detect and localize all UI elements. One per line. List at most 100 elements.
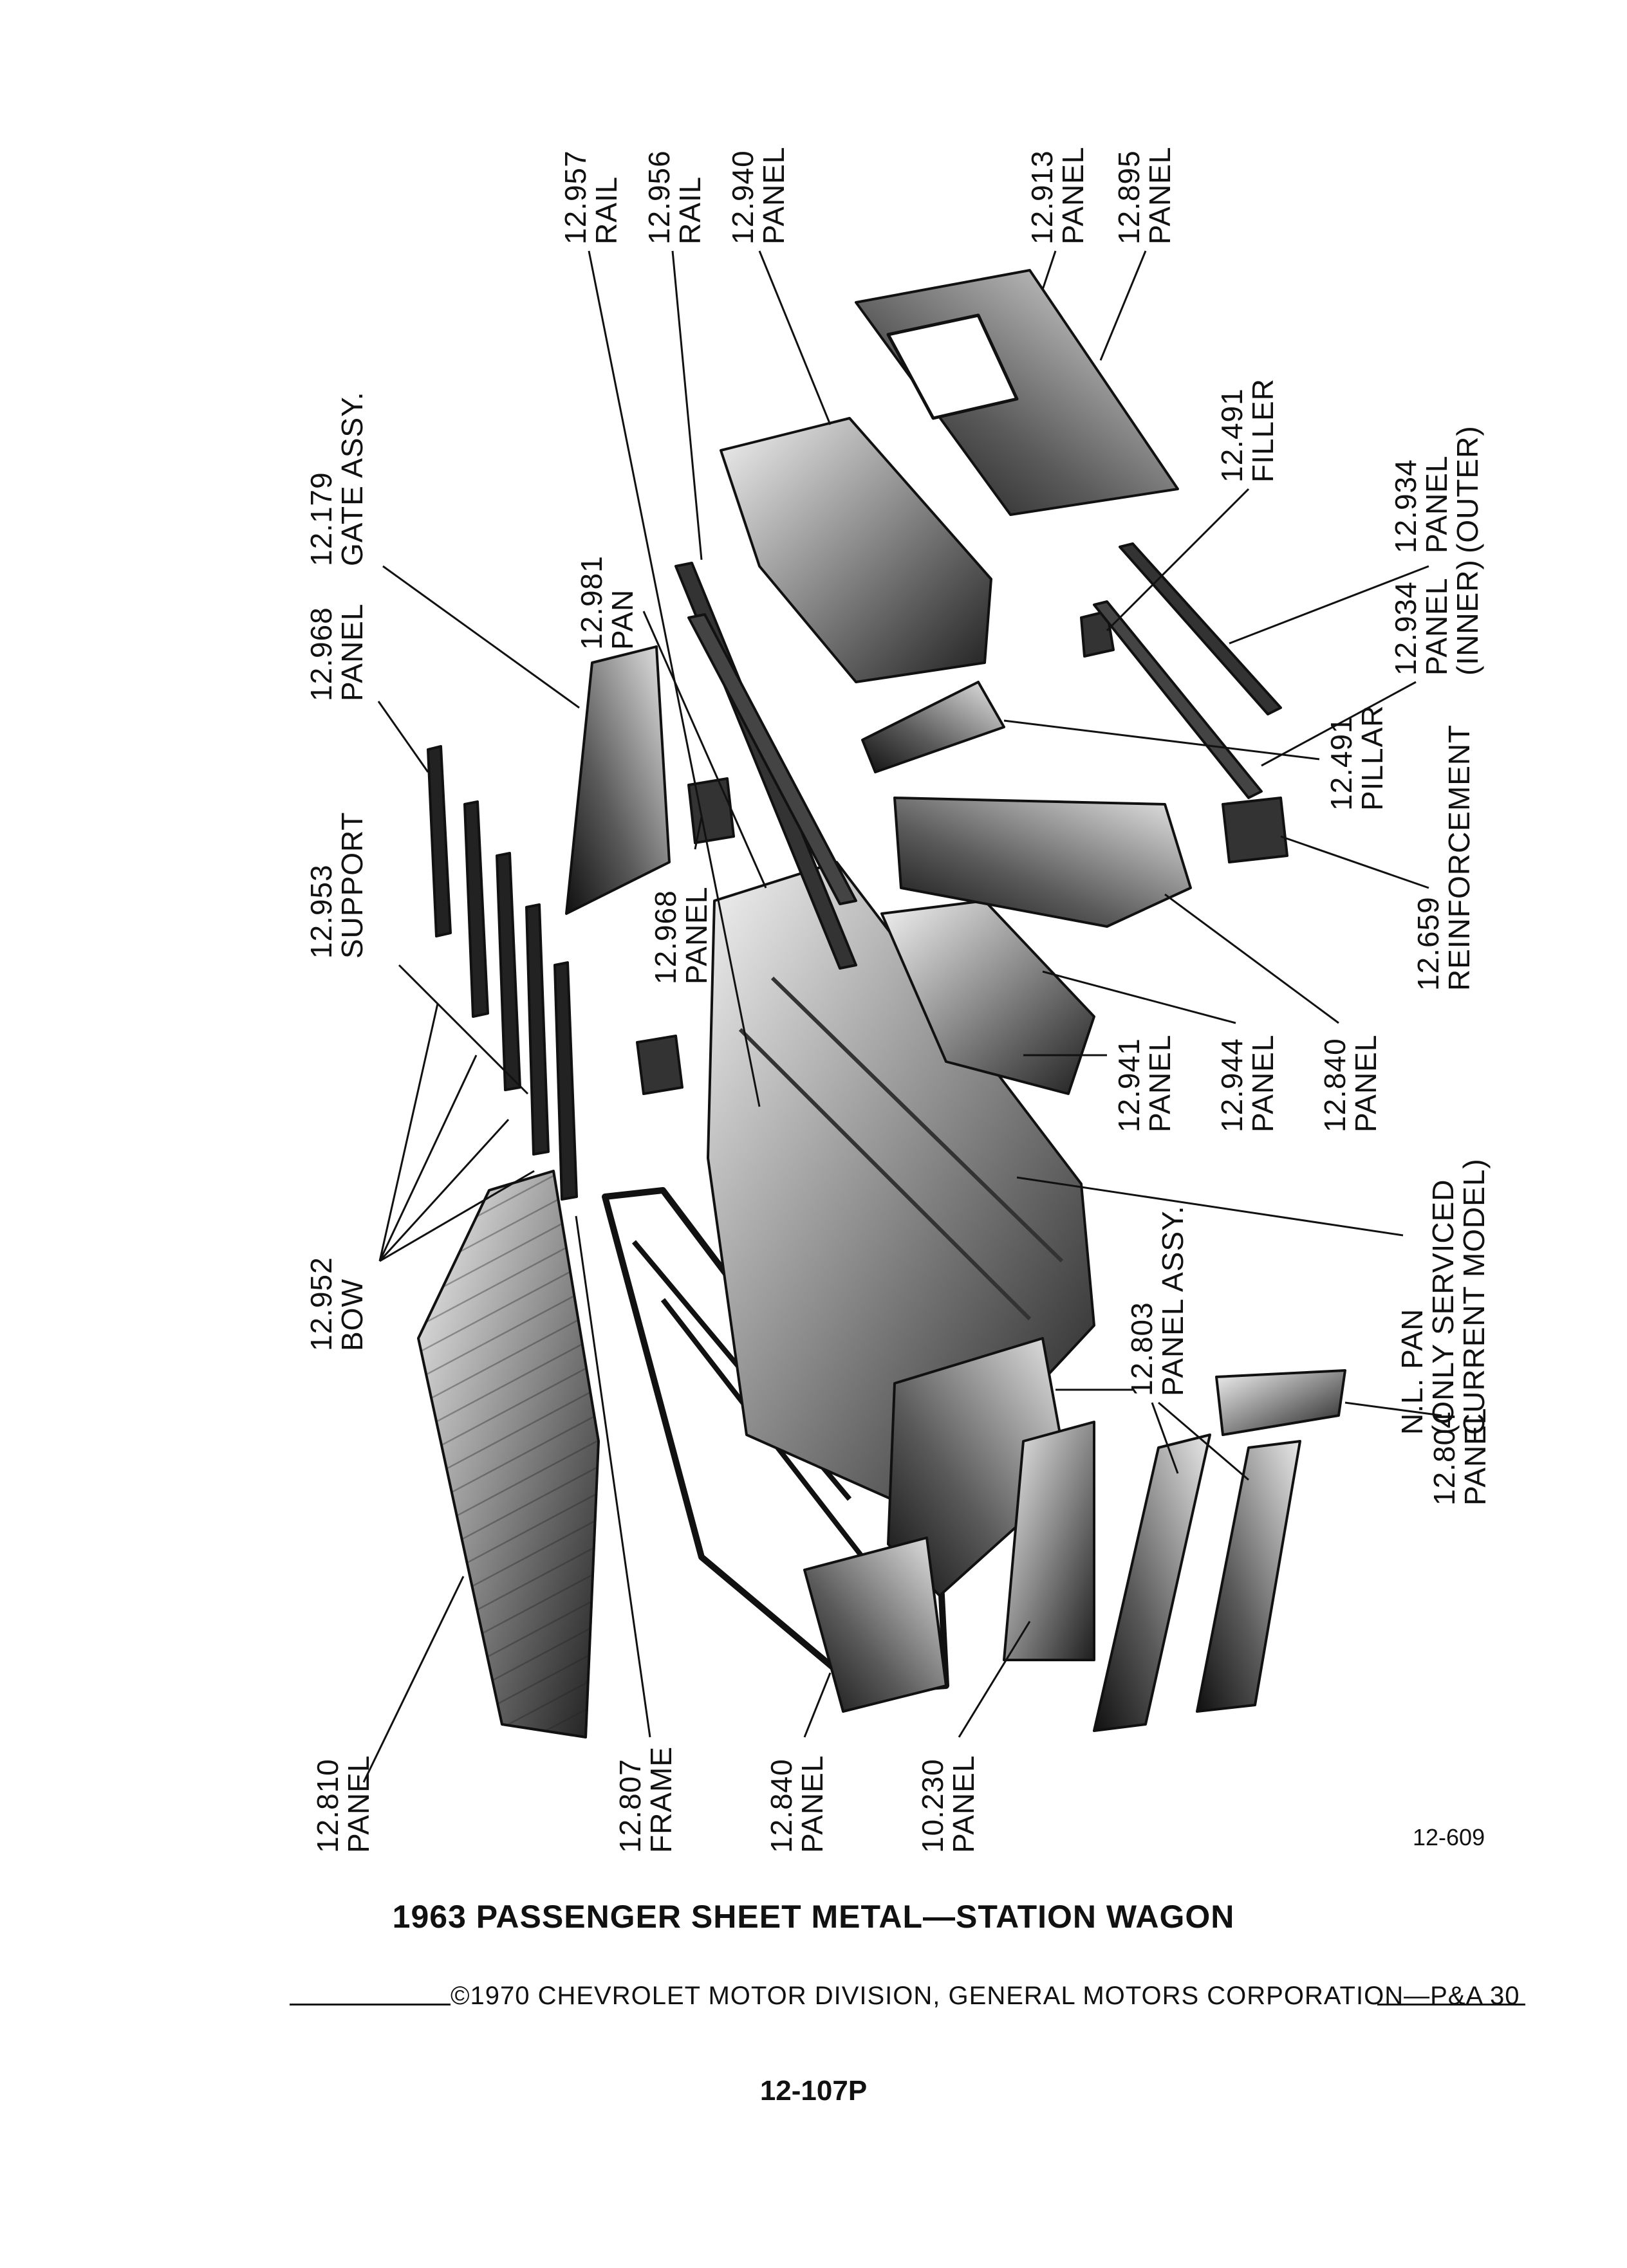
svg-text:12.840: 12.840	[1318, 1038, 1352, 1132]
front-panel-12803	[887, 1337, 1070, 1597]
rear-door-12913	[855, 269, 1179, 516]
callout-12944: 12.944 PANEL	[1215, 1035, 1279, 1132]
svg-text:PANEL: PANEL	[757, 147, 790, 244]
svg-text:PANEL: PANEL	[947, 1755, 980, 1853]
reinforcement-12659	[1222, 797, 1288, 863]
callout-12968-mid: 12.968 PANEL	[649, 887, 713, 984]
callout-nl-pan: N.L. PAN (ONLY SERVICED CURRENT MODEL)	[1395, 1158, 1491, 1435]
svg-text:BOW: BOW	[335, 1278, 369, 1351]
callout-12953: 12.953 SUPPORT	[304, 811, 369, 959]
svg-text:12.953: 12.953	[304, 864, 338, 959]
svg-text:GATE ASSY.: GATE ASSY.	[335, 391, 369, 566]
svg-text:RAIL: RAIL	[590, 176, 623, 244]
quarter-panel-12840-lower	[803, 1536, 947, 1713]
svg-text:12.941: 12.941	[1112, 1038, 1146, 1132]
callout-12952: 12.952 BOW	[304, 1257, 369, 1351]
svg-text:12.981: 12.981	[575, 555, 608, 650]
callout-12956: 12.956 RAIL	[642, 150, 707, 244]
tailgate-12179	[565, 645, 671, 915]
copyright-text: ©1970 CHEVROLET MOTOR DIVISION, GENERAL …	[451, 1982, 1520, 2010]
panel-12804	[1215, 1369, 1346, 1436]
callout-12957: 12.957 RAIL	[559, 150, 623, 244]
cowl-outer	[1196, 1440, 1301, 1713]
svg-text:12.952: 12.952	[304, 1257, 338, 1351]
panel-12934-outer	[1119, 542, 1282, 715]
panel-12944-upper	[893, 797, 1192, 928]
svg-text:FRAME: FRAME	[644, 1746, 678, 1853]
side-panel-12940	[720, 417, 992, 683]
leader-lines	[362, 250, 1442, 1783]
rule-left	[290, 2004, 451, 2005]
parts-artwork	[417, 269, 1346, 1738]
callout-12913: 12.913 PANEL	[1025, 147, 1090, 244]
svg-text:12.934: 12.934	[1389, 581, 1422, 676]
rule-right	[1377, 2004, 1525, 2005]
svg-text:12.956: 12.956	[642, 150, 676, 244]
svg-text:12.491: 12.491	[1325, 716, 1358, 811]
svg-text:PANEL: PANEL	[1458, 1408, 1492, 1506]
svg-text:(ONLY SERVICED: (ONLY SERVICED	[1426, 1179, 1460, 1435]
svg-text:PANEL: PANEL	[1246, 1035, 1279, 1132]
svg-text:12.804: 12.804	[1427, 1411, 1461, 1506]
svg-text:12.659: 12.659	[1411, 896, 1445, 991]
page-number: 12-107P	[759, 2075, 868, 2107]
svg-text:12.803: 12.803	[1125, 1302, 1158, 1396]
callout-12810: 12.810 PANEL	[311, 1755, 375, 1853]
roof-bows-12952	[427, 745, 578, 1201]
svg-text:12.807: 12.807	[613, 1758, 647, 1853]
svg-text:PANEL: PANEL	[1056, 147, 1090, 244]
svg-text:12.895: 12.895	[1112, 150, 1146, 244]
small-panel-12968-lower	[636, 1035, 683, 1095]
callout-12491-filler: 12.491 FILLER	[1215, 378, 1279, 483]
panel-10230	[1003, 1421, 1095, 1661]
callout-12934-inner: 12.934 PANEL (INNER)	[1389, 559, 1484, 676]
svg-text:N.L. PAN: N.L. PAN	[1395, 1309, 1429, 1435]
svg-text:12.968: 12.968	[649, 890, 682, 984]
svg-text:RAIL: RAIL	[673, 176, 707, 244]
svg-text:PANEL: PANEL	[1143, 147, 1176, 244]
pillar-12491	[861, 681, 1005, 773]
callout-12491-pillar: 12.491 PILLAR	[1325, 705, 1389, 811]
svg-text:12.810: 12.810	[311, 1758, 344, 1853]
callout-10230: 10.230 PANEL	[916, 1755, 980, 1853]
callout-12940: 12.940 PANEL	[726, 147, 790, 244]
svg-text:SUPPORT: SUPPORT	[335, 811, 369, 959]
svg-text:PAN: PAN	[606, 589, 639, 650]
callout-12840-bottom: 12.840 PANEL	[765, 1755, 829, 1853]
callout-12804: 12.804 PANEL	[1427, 1408, 1492, 1506]
callout-12981: 12.981 PAN	[575, 555, 639, 650]
svg-text:FILLER: FILLER	[1246, 378, 1279, 483]
svg-text:(OUTER): (OUTER)	[1451, 425, 1484, 553]
svg-text:REINFORCEMENT: REINFORCEMENT	[1442, 724, 1476, 991]
svg-text:PILLAR: PILLAR	[1355, 705, 1389, 811]
svg-text:12.179: 12.179	[304, 472, 338, 566]
figure-number: 12-609	[1413, 1824, 1485, 1850]
callout-labels: 12.957 RAIL 12.956 RAIL 12.940 PANEL 12.…	[304, 147, 1492, 1853]
cowl-inner	[1093, 1434, 1211, 1732]
callout-12179: 12.179 GATE ASSY.	[304, 391, 369, 566]
svg-text:12.957: 12.957	[559, 150, 592, 244]
svg-text:PANEL: PANEL	[1349, 1035, 1382, 1132]
svg-text:PANEL: PANEL	[1143, 1035, 1176, 1132]
svg-text:PANEL: PANEL	[342, 1755, 375, 1853]
svg-text:12.968: 12.968	[304, 607, 338, 701]
svg-text:12.934: 12.934	[1389, 459, 1422, 553]
callout-12659: 12.659 REINFORCEMENT	[1411, 724, 1476, 991]
svg-text:12.940: 12.940	[726, 150, 759, 244]
callout-12803: 12.803 PANEL ASSY.	[1125, 1205, 1189, 1396]
copyright-row: ©1970 CHEVROLET MOTOR DIVISION, GENERAL …	[290, 1982, 1525, 2020]
svg-text:PANEL: PANEL	[1420, 456, 1453, 553]
rail-12956	[687, 613, 857, 905]
svg-text:(INNER): (INNER)	[1451, 559, 1484, 676]
svg-text:PANEL: PANEL	[1420, 578, 1453, 676]
callout-12934-outer: 12.934 PANEL (OUTER)	[1389, 425, 1484, 553]
svg-text:PANEL: PANEL	[335, 604, 369, 701]
svg-text:CURRENT MODEL): CURRENT MODEL)	[1457, 1158, 1491, 1435]
svg-text:12.491: 12.491	[1215, 388, 1249, 483]
svg-text:12.913: 12.913	[1025, 150, 1059, 244]
page-title: 1963 PASSENGER SHEET METAL—STATION WAGON	[392, 1899, 1235, 1935]
callout-12807: 12.807 FRAME	[613, 1746, 678, 1853]
svg-text:PANEL ASSY.: PANEL ASSY.	[1156, 1205, 1189, 1396]
